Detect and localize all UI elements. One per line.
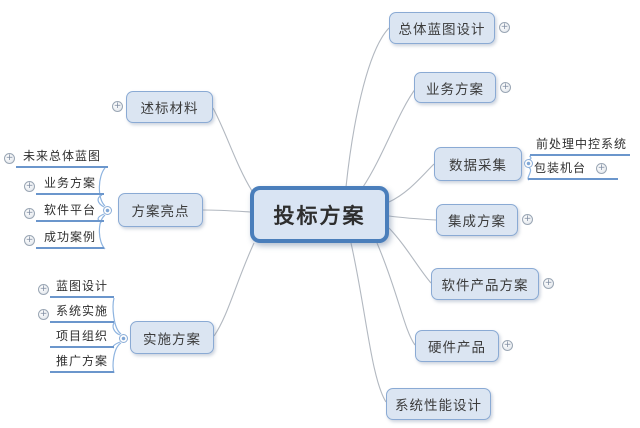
leaf-project-organization[interactable]: 项目组织 bbox=[50, 329, 114, 348]
branch-label: 述标材料 bbox=[140, 101, 199, 117]
plus-glyph: + bbox=[5, 153, 14, 163]
leaf-packaging-machine[interactable]: 包装机台 bbox=[528, 160, 618, 180]
plus-glyph: + bbox=[25, 208, 34, 218]
branch-software-product-plan[interactable]: 软件产品方案 bbox=[431, 268, 539, 300]
leaf-promotion-plan[interactable]: 推广方案 bbox=[50, 354, 114, 373]
leaf-success-cases[interactable]: 成功案例 bbox=[36, 230, 104, 249]
leaf-label: 软件平台 bbox=[43, 203, 96, 217]
central-topic[interactable]: 投标方案 bbox=[250, 186, 389, 243]
branch-hardware-product[interactable]: 硬件产品 bbox=[415, 330, 499, 362]
branch-label: 系统性能设计 bbox=[395, 398, 482, 414]
branch-label: 总体蓝图设计 bbox=[398, 22, 486, 38]
plus-glyph: + bbox=[523, 214, 532, 224]
expand-icon[interactable]: + bbox=[500, 82, 511, 93]
expand-icon[interactable]: + bbox=[24, 181, 35, 192]
plus-glyph: + bbox=[544, 278, 553, 288]
collapse-icon[interactable] bbox=[103, 206, 112, 215]
leaf-business-plan-left[interactable]: 业务方案 bbox=[36, 176, 104, 195]
leaf-label: 成功案例 bbox=[43, 230, 96, 244]
branch-label: 集成方案 bbox=[448, 214, 506, 230]
leaf-blueprint-design[interactable]: 蓝图设计 bbox=[50, 279, 114, 298]
leaf-system-implementation[interactable]: 系统实施 bbox=[50, 304, 114, 323]
plus-glyph: + bbox=[500, 22, 509, 32]
collapse-icon[interactable] bbox=[119, 334, 128, 343]
branch-business-plan-right[interactable]: 业务方案 bbox=[414, 72, 496, 103]
leaf-label: 推广方案 bbox=[55, 354, 108, 368]
branch-label: 硬件产品 bbox=[428, 340, 486, 356]
leaf-label: 未来总体蓝图 bbox=[22, 149, 101, 163]
branch-label: 数据采集 bbox=[449, 158, 507, 174]
branch-label: 实施方案 bbox=[143, 331, 201, 348]
branch-integration-plan[interactable]: 集成方案 bbox=[436, 204, 518, 236]
plus-glyph: + bbox=[503, 340, 512, 350]
branch-implementation-plan[interactable]: 实施方案 bbox=[130, 321, 214, 354]
central-topic-label: 投标方案 bbox=[273, 203, 366, 228]
expand-icon[interactable]: + bbox=[596, 163, 607, 174]
expand-icon[interactable]: + bbox=[4, 153, 15, 164]
leaf-preprocess-control-system[interactable]: 前处理中控系统 bbox=[530, 137, 630, 156]
expand-icon[interactable]: + bbox=[38, 284, 49, 295]
expand-icon[interactable]: + bbox=[499, 22, 510, 33]
expand-icon[interactable]: + bbox=[112, 101, 123, 112]
branch-bid-presentation-materials[interactable]: 述标材料 bbox=[126, 91, 213, 123]
leaf-label: 包装机台 bbox=[534, 161, 587, 175]
plus-glyph: + bbox=[113, 101, 122, 111]
expand-icon[interactable]: + bbox=[24, 208, 35, 219]
leaf-label: 项目组织 bbox=[55, 329, 108, 343]
branch-label: 业务方案 bbox=[426, 81, 484, 98]
expand-icon[interactable]: + bbox=[543, 278, 554, 289]
leaf-label: 蓝图设计 bbox=[55, 279, 108, 293]
plus-glyph: + bbox=[39, 309, 48, 319]
plus-glyph: + bbox=[25, 181, 34, 191]
leaf-software-platform[interactable]: 软件平台 bbox=[36, 203, 104, 222]
plus-glyph: + bbox=[25, 235, 34, 245]
branch-plan-highlights[interactable]: 方案亮点 bbox=[118, 193, 203, 227]
branch-system-performance-design[interactable]: 系统性能设计 bbox=[386, 388, 491, 420]
branch-label: 方案亮点 bbox=[131, 204, 190, 220]
leaf-label: 业务方案 bbox=[43, 176, 96, 190]
leaf-future-overall-blueprint[interactable]: 未来总体蓝图 bbox=[16, 149, 108, 168]
leaf-label: 系统实施 bbox=[55, 304, 108, 318]
plus-glyph: + bbox=[501, 82, 510, 92]
plus-glyph: + bbox=[597, 163, 606, 173]
plus-glyph: + bbox=[39, 284, 48, 294]
collapse-icon[interactable] bbox=[524, 159, 533, 168]
expand-icon[interactable]: + bbox=[24, 235, 35, 246]
expand-icon[interactable]: + bbox=[522, 214, 533, 225]
branch-data-collection[interactable]: 数据采集 bbox=[434, 147, 522, 181]
leaf-label: 前处理中控系统 bbox=[536, 137, 628, 151]
expand-icon[interactable]: + bbox=[38, 309, 49, 320]
expand-icon[interactable]: + bbox=[502, 340, 513, 351]
branch-overall-blueprint-design[interactable]: 总体蓝图设计 bbox=[389, 12, 495, 44]
branch-label: 软件产品方案 bbox=[441, 278, 529, 294]
